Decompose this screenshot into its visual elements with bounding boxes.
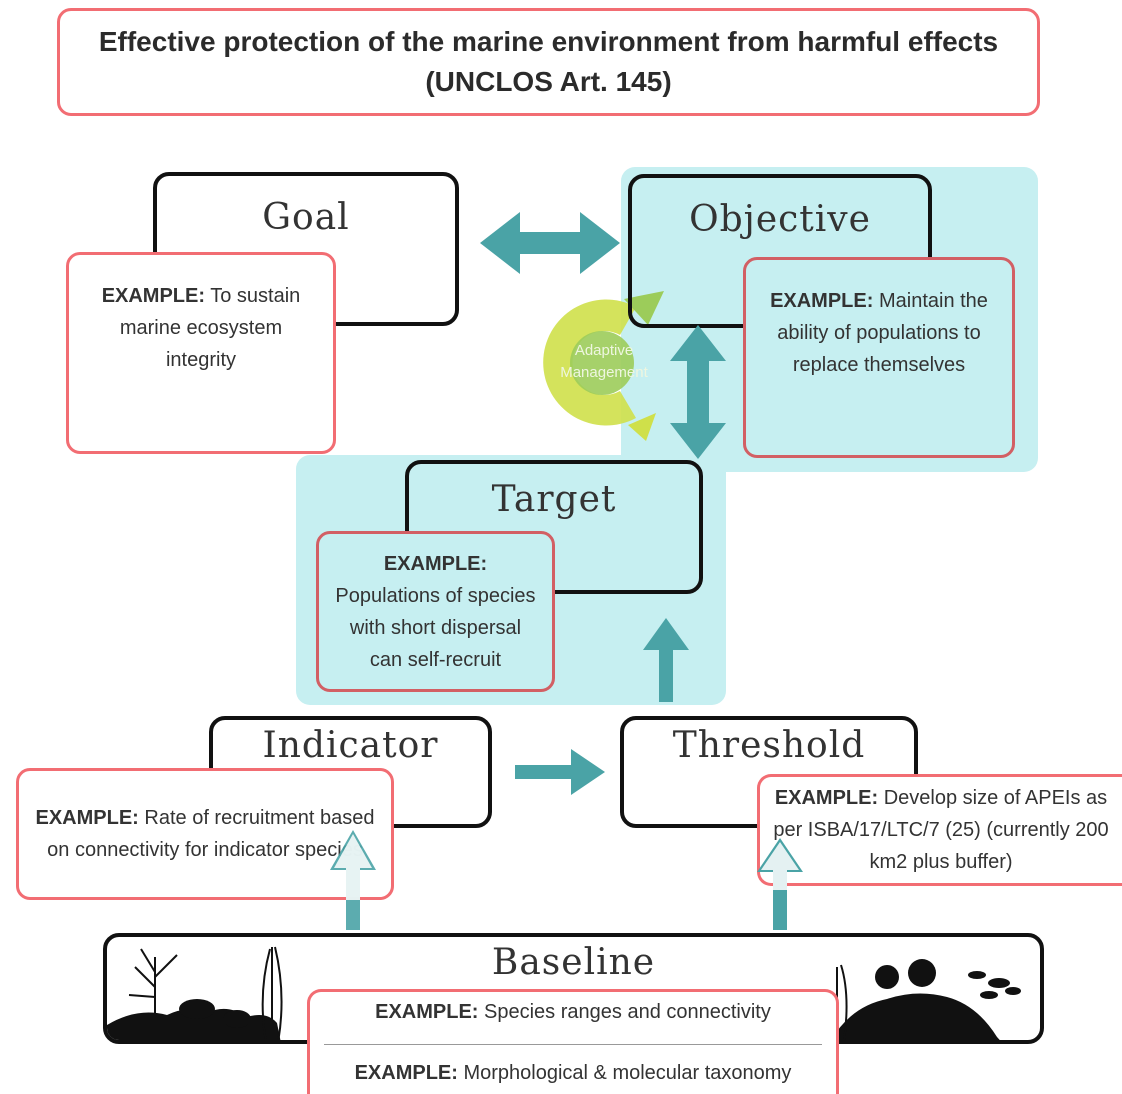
- cycle-arrowhead: [624, 291, 664, 325]
- seafloor-left-silhouette: [107, 946, 283, 1040]
- objective-heading: Objective: [689, 199, 871, 240]
- adaptive-line-1: Adaptive: [574, 342, 634, 359]
- objective-box: Objective: [628, 174, 932, 328]
- indicator-example: EXAMPLE: Rate of recruitment based on co…: [16, 768, 394, 900]
- baseline-example-2: EXAMPLE: Morphological & molecular taxon…: [355, 1057, 792, 1089]
- threshold-target-arrow: [643, 618, 689, 702]
- objective-example-text: Maintain the ability of populations to r…: [777, 289, 988, 376]
- baseline-example-1-label: EXAMPLE:: [375, 1001, 479, 1023]
- indicator-example-text: Rate of recruitment based on connectivit…: [47, 807, 375, 861]
- target-heading: Target: [491, 479, 617, 520]
- threshold-example-label: EXAMPLE:: [774, 787, 879, 809]
- cycle-outer-ring: [543, 299, 636, 426]
- objective-example: EXAMPLE: Maintain the ability of populat…: [743, 257, 1015, 458]
- goal-example-text: To sustain marine ecosystem integrity: [119, 285, 301, 371]
- baseline-example-1-text: Species ranges and connectivity: [484, 1001, 771, 1023]
- title-line-2: (UNCLOS Art. 145): [425, 66, 672, 97]
- objective-target-arrow: [670, 325, 726, 459]
- threshold-heading: Threshold: [672, 725, 866, 766]
- baseline-example-divider: [324, 1044, 822, 1045]
- indicator-heading: Indicator: [262, 725, 439, 766]
- indicator-example-label: EXAMPLE:: [35, 807, 139, 829]
- baseline-example: EXAMPLE: Species ranges and connectivity…: [307, 989, 839, 1094]
- cycle-arrowhead-bottom: [628, 413, 656, 441]
- adaptive-management-label: Adaptive Management: [548, 340, 660, 384]
- goal-heading: Goal: [262, 197, 350, 238]
- indicator-threshold-arrow: [515, 749, 605, 795]
- adaptive-cycle: [543, 291, 664, 441]
- baseline-threshold-arrow: [757, 838, 803, 930]
- threshold-example-text: Develop size of APEIs as per ISBA/17/LTC…: [773, 787, 1109, 873]
- baseline-example-1: EXAMPLE: Species ranges and connectivity: [375, 996, 771, 1028]
- cycle-inner-disc: [570, 331, 634, 395]
- target-example: EXAMPLE: Populations of species with sho…: [316, 531, 555, 692]
- objective-example-label: EXAMPLE:: [770, 289, 874, 312]
- diagram-title: Effective protection of the marine envir…: [57, 8, 1040, 116]
- threshold-example: EXAMPLE: Develop size of APEIs as per IS…: [757, 774, 1122, 886]
- goal-example: EXAMPLE: To sustain marine ecosystem int…: [66, 252, 336, 454]
- baseline-example-2-text: Morphological & molecular taxonomy: [463, 1062, 792, 1084]
- baseline-indicator-arrow: [330, 830, 376, 930]
- target-example-text: Populations of species with short disper…: [335, 584, 536, 671]
- target-example-label: EXAMPLE:: [383, 552, 488, 575]
- baseline-example-2-label: EXAMPLE:: [354, 1062, 458, 1084]
- title-line-1: Effective protection of the marine envir…: [98, 26, 999, 57]
- baseline-heading: Baseline: [491, 942, 656, 983]
- adaptive-line-2: Management: [560, 364, 648, 381]
- goal-objective-arrow: [480, 212, 620, 274]
- goal-example-label: EXAMPLE:: [101, 285, 206, 307]
